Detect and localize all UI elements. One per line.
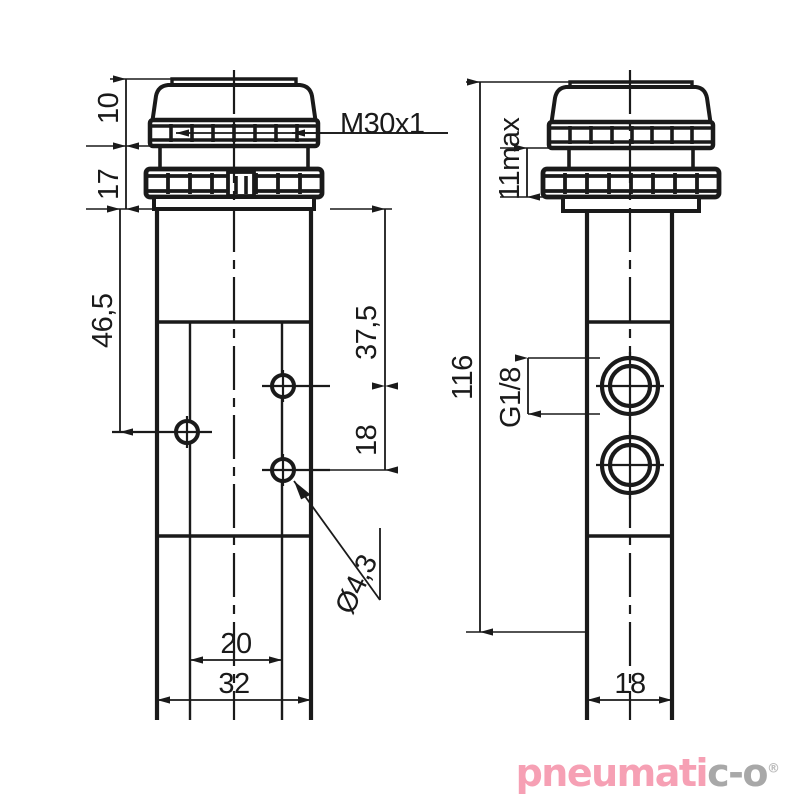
label-18-side: 18: [614, 668, 645, 700]
label-32: 32: [218, 668, 249, 700]
side-view-dimensions: [466, 78, 673, 720]
watermark-dash-icon: -: [728, 751, 744, 795]
mounting-hole-right-lower: [262, 454, 330, 486]
port-lower: [596, 431, 664, 499]
mounting-hole-right-upper: [262, 370, 330, 402]
label-18-front: 18: [351, 425, 383, 456]
label-11max: 11max: [494, 117, 526, 200]
side-view-geometry: [540, 70, 722, 720]
registered-mark-icon: ®: [767, 761, 780, 777]
watermark-primary-text: pneumati: [515, 751, 709, 795]
dim-20: [189, 536, 283, 666]
label-g18: G1/8: [495, 367, 527, 428]
label-10: 10: [93, 93, 125, 124]
label-46-5: 46,5: [87, 294, 119, 348]
label-37-5: 37,5: [351, 306, 383, 360]
watermark-tertiary-text: o: [742, 751, 768, 795]
watermark-secondary-text: c: [707, 751, 730, 795]
dim-32: [156, 536, 312, 706]
body-flange: [152, 195, 316, 211]
dimension-labels: 10 17 46,5 37,5 18 M30x1 Ø4,3 20 32 11ma…: [87, 93, 646, 700]
port-upper: [596, 352, 664, 420]
dim-dia-4-3-leader: [293, 480, 381, 601]
watermark-logo: pneumatic-o®: [516, 754, 780, 792]
label-20: 20: [220, 628, 251, 660]
mounting-hole-left: [112, 416, 212, 448]
side-body-flange: [561, 195, 701, 213]
label-m30x1: M30x1: [340, 108, 425, 140]
front-view-dimensions: [86, 75, 448, 706]
label-116: 116: [447, 355, 479, 400]
front-view-geometry: [112, 70, 330, 720]
label-17: 17: [93, 169, 125, 200]
label-dia-4-3: Ø4,3: [329, 550, 384, 619]
